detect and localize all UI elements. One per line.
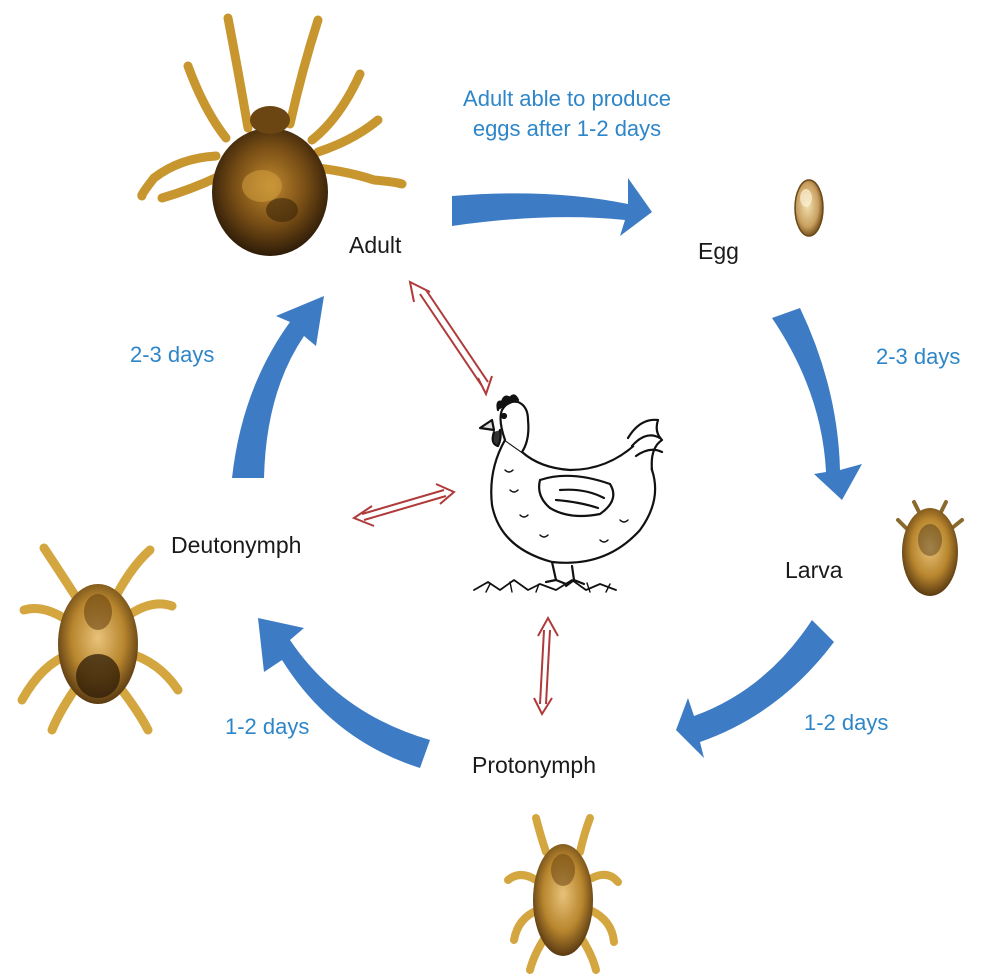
duration-larva-to-protonymph: 1-2 days xyxy=(804,708,888,738)
cycle-arrow-adult-to-egg xyxy=(452,178,652,236)
host-arrow-protonymph xyxy=(534,618,558,714)
duration-deutonymph-to-adult: 2-3 days xyxy=(130,340,214,370)
host-arrow-deutonymph xyxy=(354,484,454,526)
duration-adult-to-egg: Adult able to produce eggs after 1-2 day… xyxy=(432,84,702,144)
duration-protonymph-to-deutonymph: 1-2 days xyxy=(225,712,309,742)
stage-label-adult: Adult xyxy=(349,232,401,259)
host-arrow-adult xyxy=(410,282,492,394)
protonymph-mite-icon xyxy=(508,818,618,970)
larva-mite-icon xyxy=(898,502,962,596)
mite-egg-icon xyxy=(795,180,823,236)
stage-label-protonymph: Protonymph xyxy=(472,752,596,779)
adult-mite-icon xyxy=(142,18,402,256)
cycle-arrow-protonymph-to-deutonymph xyxy=(258,618,430,768)
duration-adult-to-egg-line2: eggs after 1-2 days xyxy=(432,114,702,144)
duration-egg-to-larva: 2-3 days xyxy=(876,342,960,372)
deutonymph-mite-icon xyxy=(22,548,178,730)
stage-label-deutonymph: Deutonymph xyxy=(171,532,301,559)
stage-label-egg: Egg xyxy=(698,238,739,265)
hen-icon xyxy=(474,395,662,592)
cycle-arrow-egg-to-larva xyxy=(772,308,862,500)
duration-adult-to-egg-line1: Adult able to produce xyxy=(432,84,702,114)
stage-label-larva: Larva xyxy=(785,557,843,584)
cycle-arrow-deutonymph-to-adult xyxy=(232,296,324,478)
